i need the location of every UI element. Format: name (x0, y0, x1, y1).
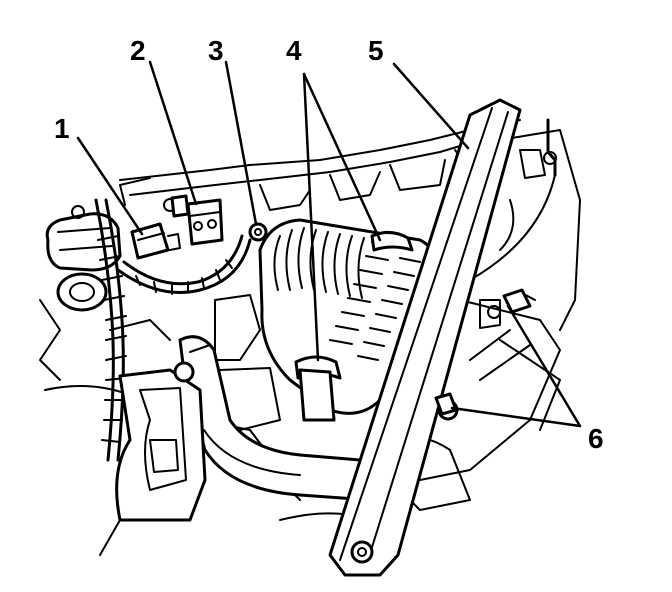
leader-line-6a (506, 304, 582, 428)
leader-line-3 (224, 60, 258, 226)
leader-line-6b (450, 406, 582, 428)
coolant-hose (178, 335, 382, 502)
vacuum-port-3 (248, 222, 268, 242)
callout-2: 2 (130, 35, 146, 66)
callout-1: 1 (54, 113, 70, 144)
callout-4: 4 (286, 35, 302, 66)
wiring-harness (94, 198, 252, 462)
electrical-connector-2 (170, 194, 224, 246)
strut-tower-brace (328, 98, 522, 577)
heat-shield-bolts (434, 288, 536, 416)
leader-line-2 (148, 60, 198, 206)
callout-leaders (76, 60, 582, 428)
electrical-connector-1 (130, 222, 181, 260)
engine-mount-bracket (99, 361, 207, 556)
leader-line-1 (76, 136, 144, 236)
leader-line-4a (302, 72, 382, 242)
callout-5: 5 (368, 35, 384, 66)
callout-3: 3 (208, 35, 224, 66)
leader-line-5 (392, 62, 470, 150)
callout-6: 6 (588, 423, 604, 454)
leader-line-4b (302, 72, 320, 362)
